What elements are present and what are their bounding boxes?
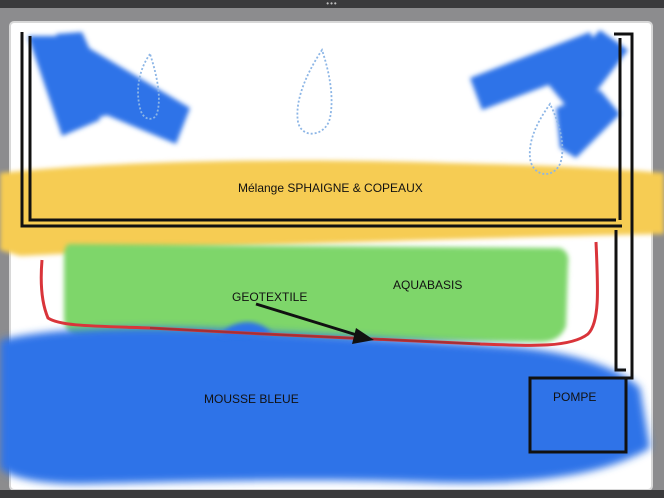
substrate-label: Mélange SPHAIGNE & COPEAUX — [238, 181, 423, 195]
drag-handle-icon[interactable]: ••• — [326, 0, 338, 8]
mousse-label: MOUSSE BLEUE — [204, 392, 299, 406]
diagram-svg — [0, 21, 664, 491]
aquabasis-layer — [64, 244, 569, 342]
pompe-label: POMPE — [553, 390, 597, 404]
aquabasis-label: AQUABASIS — [393, 278, 463, 292]
pump-box — [528, 376, 628, 454]
bottom-bar — [0, 490, 664, 498]
blue-strokes-right — [470, 30, 628, 158]
geotextile-line-dark — [149, 327, 481, 345]
substrate-layer — [0, 160, 664, 256]
top-bar: ••• — [0, 0, 664, 8]
mousse-layer — [0, 327, 650, 484]
arrow-icon — [255, 302, 374, 344]
blue-strokes-left — [28, 32, 190, 144]
tank-outline — [20, 32, 634, 380]
water-drops — [137, 47, 564, 175]
drawing-canvas: Mélange SPHAIGNE & COPEAUX AQUABASIS GEO… — [0, 8, 664, 498]
geotextile-label: GEOTEXTILE — [232, 290, 308, 304]
